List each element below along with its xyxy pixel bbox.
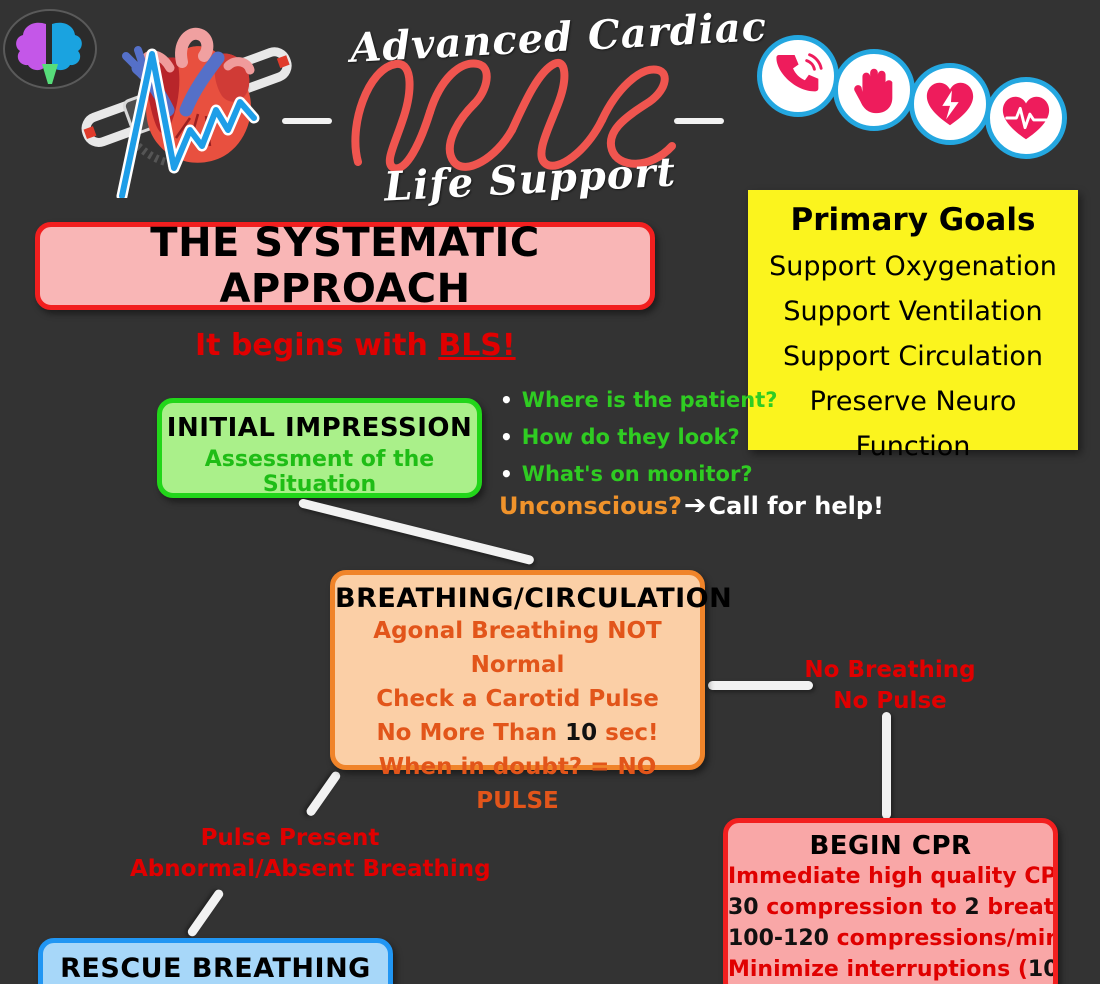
logo-dash-right: [674, 118, 724, 124]
interruption-seconds: 10: [1027, 957, 1058, 982]
breathing-circulation-line: When in doubt? = NO PULSE: [378, 754, 657, 814]
begin-cpr-line: 30 compression to 2 breaths: [728, 892, 1053, 923]
unconscious-question: Unconscious?: [499, 492, 682, 520]
branch-label-line: Abnormal/Absent Breathing: [130, 856, 491, 882]
line-suffix: breaths: [987, 895, 1055, 920]
list-item: What's on monitor?: [500, 456, 753, 493]
branch-label-line: Pulse Present: [200, 825, 380, 851]
rescue-breathing-box: RESCUE BREATHING (BVM): [38, 938, 393, 984]
begin-cpr-box: BEGIN CPR Immediate high quality CPR 30 …: [723, 818, 1058, 984]
list-item: How do they look?: [500, 419, 740, 456]
initial-impression-box: INITIAL IMPRESSION Assessment of the Sit…: [157, 398, 482, 498]
connector-breathing-to-right-branch: [708, 681, 813, 690]
hand-compression-icon: [833, 49, 915, 131]
brain-logo-icon: [2, 6, 98, 92]
phone-call-icon: [757, 35, 839, 117]
primary-goals-title: Primary Goals: [790, 202, 1036, 238]
breathing-circulation-line: No More Than 10 sec!: [335, 716, 700, 750]
line-mid: compression to: [758, 895, 965, 920]
bls-emphasis: BLS!: [438, 328, 516, 363]
heart-ecg-icon: [985, 77, 1067, 159]
unconscious-call-for-help: Unconscious?➔Call for help!: [499, 490, 884, 521]
branch-label-line: No Breathing: [804, 657, 976, 683]
bls-subtitle: It begins with BLS!: [195, 328, 516, 363]
page-title: THE SYSTEMATIC APPROACH: [150, 220, 540, 312]
chain-of-survival-icons: [757, 35, 1087, 159]
compression-rate: 100-120: [728, 926, 829, 951]
pulse-check-seconds: 10: [565, 720, 598, 746]
acls-wordmark: Advanced Cardiac Life Support: [320, 3, 768, 211]
branch-label-line: No Pulse: [833, 688, 947, 714]
initial-impression-subtitle: Assessment of the Situation: [204, 447, 435, 497]
line-prefix: No More Than: [376, 720, 566, 746]
heart-defibrillator-icon: [78, 18, 308, 202]
logo-acls-script: [351, 59, 676, 173]
primary-goal-item: Support Ventilation: [783, 296, 1043, 327]
heart-lightning-icon: [909, 63, 991, 145]
line-suffix: sec!: [597, 720, 659, 746]
branch-label-pulse-present: Pulse Present Abnormal/Absent Breathing: [130, 823, 491, 885]
breathing-circulation-title: BREATHING/CIRCULATION: [335, 583, 733, 614]
begin-cpr-line: Immediate high quality CPR: [728, 864, 1058, 889]
list-item: Where is the patient?: [500, 382, 778, 419]
initial-impression-title: INITIAL IMPRESSION: [166, 413, 473, 443]
arrow-right-icon: ➔: [683, 490, 707, 521]
line-prefix: Minimize interruptions (: [728, 957, 1028, 982]
breathing-circulation-box: BREATHING/CIRCULATION Agonal Breathing N…: [330, 570, 733, 814]
page-title-banner: THE SYSTEMATIC APPROACH: [35, 220, 655, 312]
begin-cpr-line: Minimize interruptions (10 sec.): [728, 954, 1053, 984]
logo-dash-left: [282, 118, 332, 124]
bls-prefix: It begins with: [195, 328, 439, 363]
rescue-breathing-title: RESCUE BREATHING (BVM): [60, 953, 371, 984]
primary-goal-item: Support Oxygenation: [769, 251, 1057, 282]
primary-goals-card: Primary Goals Support Oxygenation Suppor…: [748, 190, 1078, 462]
call-for-help-text: Call for help!: [708, 492, 884, 520]
primary-goal-item: Preserve Neuro Function: [809, 386, 1017, 462]
compression-count: 30: [728, 895, 759, 920]
branch-label-no-breathing-no-pulse: No Breathing No Pulse: [800, 655, 980, 717]
begin-cpr-title: BEGIN CPR: [809, 831, 972, 861]
connector-left-branch-to-rescue: [186, 887, 225, 939]
breathing-circulation-line: Agonal Breathing NOT Normal: [373, 618, 662, 678]
line-suffix: compressions/min: [828, 926, 1058, 951]
breath-count: 2: [964, 895, 980, 920]
initial-impression-questions: Where is the patient? How do they look? …: [500, 382, 778, 493]
breathing-circulation-line: Check a Carotid Pulse: [376, 686, 659, 712]
primary-goal-item: Support Circulation: [783, 341, 1043, 372]
connector-right-branch-to-cpr: [882, 712, 891, 819]
begin-cpr-line: 100-120 compressions/min: [728, 923, 1053, 954]
